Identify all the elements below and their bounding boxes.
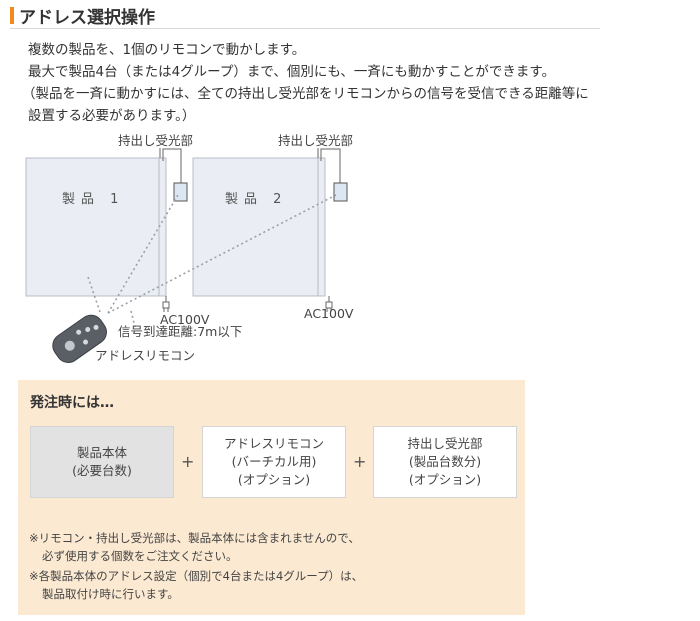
note-line-2: 必ず使用する個数をご注文ください。: [42, 549, 238, 563]
order-box-remote: アドレスリモコン (バーチカル用) (オプション): [202, 426, 346, 498]
order-box-receiver-line-1: 持出し受光部: [407, 436, 483, 451]
order-title: 発注時には…: [30, 395, 114, 411]
heading-accent-bar: [10, 7, 14, 24]
order-box-remote-line-1: アドレスリモコン: [223, 436, 324, 451]
section-heading: アドレス選択操作: [0, 0, 600, 29]
receiver-2-cable: [320, 148, 341, 183]
receiver-1-icon: [173, 182, 188, 202]
note-line-3: ※各製品本体のアドレス設定（個別で4台または4グループ）は、: [29, 569, 364, 583]
order-box-product-line-1: 製品本体: [76, 445, 127, 460]
plus-sign-2: +: [353, 452, 367, 471]
order-box-product-line-2: (必要台数): [72, 463, 132, 478]
product-2-panel: [192, 157, 326, 297]
intro-line-3: （製品を一斉に動かすには、全ての持出し受光部をリモコンからの信号を受信できる距離…: [22, 86, 589, 102]
receiver-2-icon: [333, 182, 348, 202]
plus-sign-1: +: [181, 452, 195, 471]
signal-range-label: 信号到達距離:7m以下: [118, 324, 242, 339]
order-box-receiver-line-2: (製品台数分): [408, 454, 482, 469]
address-remote-icon: [52, 314, 107, 363]
power-label-1: AC100V: [160, 312, 210, 327]
receiver-1-label: 持出し受光部: [118, 133, 193, 148]
product-2-label: 製品 2: [225, 192, 287, 207]
receiver-2-label: 持出し受光部: [278, 133, 353, 148]
order-box-remote-line-3: (オプション): [237, 472, 311, 487]
order-box-remote-line-2: (バーチカル用): [231, 454, 317, 469]
signal-lines: [87, 194, 337, 328]
system-diagram: 製品 1 製品 2 持出し受光部 持出し受光部 AC100V AC100V 信号…: [25, 133, 354, 363]
plug-2-icon: [325, 301, 333, 312]
order-info-panel: 発注時には… 製品本体 (必要台数) + アドレスリモコン (バーチカル用) (…: [18, 380, 525, 615]
order-box-receiver: 持出し受光部 (製品台数分) (オプション): [373, 426, 517, 498]
note-line-4: 製品取付け時に行います。: [42, 587, 179, 601]
order-box-receiver-line-3: (オプション): [408, 472, 482, 487]
intro-line-1: 複数の製品を、1個のリモコンで動かします。: [28, 42, 306, 58]
order-box-product: 製品本体 (必要台数): [30, 426, 174, 498]
note-line-1: ※リモコン・持出し受光部は、製品本体には含まれませんので、: [29, 531, 360, 545]
remote-label: アドレスリモコン: [95, 348, 195, 363]
product-1-panel: [25, 157, 167, 297]
power-label-2: AC100V: [304, 306, 354, 321]
receiver-1-cable: [162, 148, 182, 183]
heading-rule: [10, 28, 600, 29]
intro-line-4: 設置する必要があります。）: [28, 108, 196, 124]
heading-title: アドレス選択操作: [19, 8, 155, 28]
product-1-label: 製品 1: [62, 192, 124, 207]
plug-1-icon: [162, 301, 170, 312]
intro-line-2: 最大で製品4台（または4グループ）まで、個別にも、一斉にも動かすことができます。: [28, 64, 556, 80]
